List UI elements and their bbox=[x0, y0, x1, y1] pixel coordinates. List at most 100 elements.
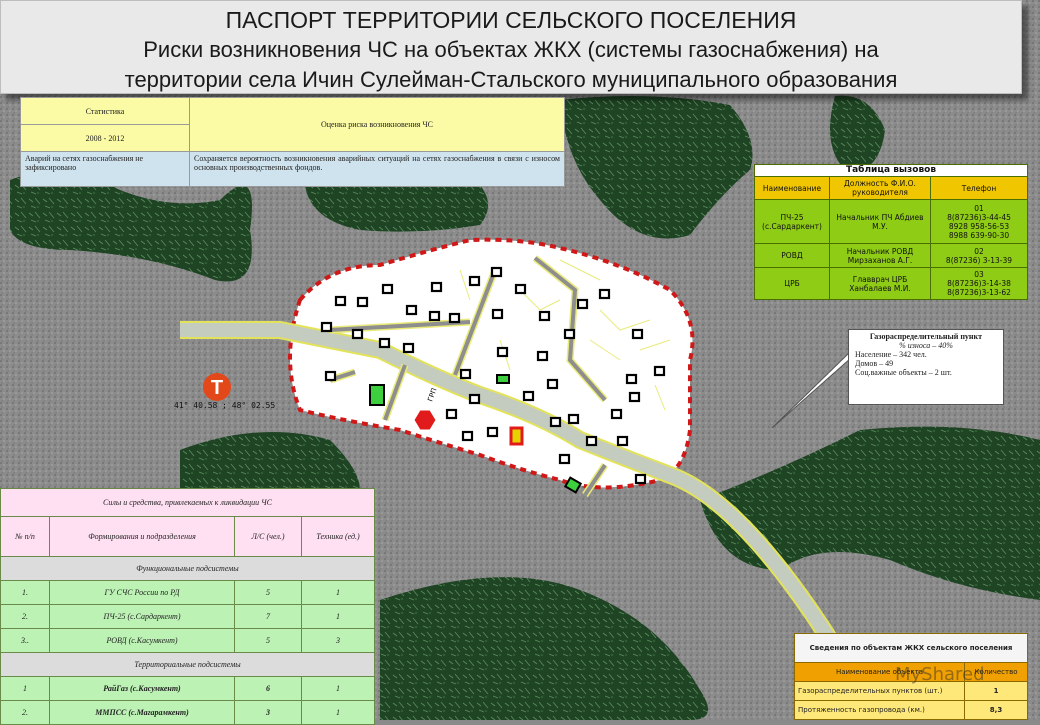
watermark: MyShared bbox=[895, 664, 985, 685]
house-marker bbox=[468, 275, 481, 287]
house-marker bbox=[324, 370, 337, 382]
phone-line: 8(87236)3-44-45 bbox=[947, 212, 1011, 222]
forest-area-northeast bbox=[560, 96, 753, 239]
calls-header-name: Наименование bbox=[754, 176, 830, 200]
forces-row-tech: 3 bbox=[301, 628, 375, 653]
forces-header-n: № п/п bbox=[0, 516, 50, 557]
phone-line: 8988 639-90-30 bbox=[948, 230, 1010, 240]
house-marker bbox=[381, 283, 394, 295]
social-object bbox=[369, 384, 385, 406]
house-marker bbox=[598, 288, 611, 300]
house-marker bbox=[567, 413, 580, 425]
forest-area-east bbox=[700, 426, 1040, 600]
forces-row-n: 3.. bbox=[0, 628, 50, 653]
house-marker bbox=[653, 365, 666, 377]
house-marker bbox=[634, 473, 647, 485]
statistics-label: Статистика bbox=[20, 97, 190, 125]
statistics-period: 2008 - 2012 bbox=[20, 124, 190, 152]
gas-point-wear: % износа – 40% bbox=[899, 341, 953, 350]
calls-row-phone: 03 8(87236)3-14-38 8(87236)3-13-62 bbox=[930, 267, 1028, 300]
forces-row-n: 2. bbox=[0, 700, 50, 725]
gas-point-houses: Домов – 49 bbox=[855, 359, 894, 368]
house-marker bbox=[356, 296, 369, 308]
gas-point-population: Население – 342 чел. bbox=[855, 350, 927, 359]
house-marker bbox=[430, 281, 443, 293]
forces-row-tech: 1 bbox=[301, 700, 375, 725]
forces-row-unit: ГУ СЧС России по РД bbox=[49, 580, 235, 605]
house-marker bbox=[334, 295, 347, 307]
phone-line: 8928 958-56-53 bbox=[948, 221, 1010, 231]
gas-point-title: Газораспределительный пункт bbox=[869, 332, 983, 341]
zhkh-table: Сведения по объектам ЖКХ сельского посел… bbox=[794, 633, 1028, 721]
house-marker bbox=[351, 328, 364, 340]
phone-line: 8(87236)3-14-38 bbox=[947, 279, 1011, 288]
house-marker bbox=[558, 453, 571, 465]
house-marker bbox=[428, 310, 441, 322]
calls-row-head: Начальник РОВД Мирзаханов А.Г. bbox=[829, 243, 931, 268]
house-marker bbox=[320, 321, 333, 333]
calls-row-head: Главврач ЦРБ Ханбалаев М.И. bbox=[829, 267, 931, 300]
risk-text: Сохраняется вероятность возникновения ав… bbox=[189, 151, 565, 187]
house-marker bbox=[402, 342, 415, 354]
house-marker bbox=[405, 304, 418, 316]
house-marker bbox=[514, 283, 527, 295]
forest-area-north bbox=[10, 172, 252, 282]
forest-area-south bbox=[380, 577, 708, 720]
phone-line: 01 bbox=[974, 203, 984, 213]
forces-row-tech: 1 bbox=[301, 580, 375, 605]
coordinates: 41° 40.58 ; 48° 02.55 bbox=[174, 401, 276, 410]
house-marker bbox=[538, 310, 551, 322]
forces-row-ls: 5 bbox=[234, 580, 302, 605]
village-area bbox=[290, 239, 693, 488]
house-marker bbox=[585, 435, 598, 447]
phone-line: 8(87236)3-13-62 bbox=[947, 288, 1011, 297]
territorial-subsystems: Территориальные подсистемы bbox=[0, 652, 375, 677]
house-marker bbox=[459, 368, 472, 380]
zhkh-header-name: Наименование объекта bbox=[794, 661, 965, 682]
house-marker bbox=[625, 373, 638, 385]
forces-table: Силы и средства, привлекаемых к ликвидац… bbox=[0, 488, 375, 725]
forces-row-ls: 3 bbox=[234, 700, 302, 725]
house-marker bbox=[549, 416, 562, 428]
forces-row-unit: РОВД (с.Касумкент) bbox=[49, 628, 235, 653]
house-marker bbox=[486, 426, 499, 438]
forest-area-northwest bbox=[305, 173, 488, 232]
forces-header-tech: Техника (ед.) bbox=[301, 516, 375, 557]
forces-row-n: 2. bbox=[0, 604, 50, 629]
house-marker bbox=[445, 408, 458, 420]
hazard-object-marker bbox=[413, 409, 437, 431]
forces-row-tech: 1 bbox=[301, 676, 375, 701]
calls-row-name: ПЧ-25 (с.Сардаркент) bbox=[754, 199, 830, 244]
house-marker bbox=[576, 298, 589, 310]
calls-row-phone: 01 8(87236)3-44-45 8928 958-56-53 8988 6… bbox=[930, 199, 1028, 244]
location-marker bbox=[203, 373, 231, 401]
zhkh-row-value: 8,3 bbox=[964, 699, 1028, 721]
house-marker bbox=[491, 308, 504, 320]
forest-area-east-top bbox=[830, 95, 885, 175]
location-marker-letter: Т bbox=[211, 377, 223, 399]
forces-row-unit: ПЧ-25 (с.Сардаркент) bbox=[49, 604, 235, 629]
house-marker bbox=[563, 328, 576, 340]
title-line-2: Риски возникновения ЧС на объектах ЖКХ (… bbox=[143, 37, 879, 62]
zhkh-row-name: Протяженность газопровода (км.) bbox=[794, 699, 965, 721]
house-marker bbox=[468, 393, 481, 405]
house-marker bbox=[496, 346, 509, 358]
gas-point-social: Соц.важные объекты – 2 шт. bbox=[855, 368, 952, 377]
houses bbox=[320, 266, 666, 485]
forces-row-n: 1. bbox=[0, 580, 50, 605]
forces-row-n: 1 bbox=[0, 676, 50, 701]
title-line-3: территории села Ичин Сулейман-Стальского… bbox=[124, 67, 898, 92]
forces-row-ls: 7 bbox=[234, 604, 302, 629]
house-marker bbox=[536, 350, 549, 362]
risk-header: Оценка риска возникновения ЧС bbox=[189, 97, 565, 152]
house-marker bbox=[610, 408, 623, 420]
phone-line: 03 bbox=[974, 270, 984, 279]
phone-line: 8(87236) 3-13-39 bbox=[945, 255, 1013, 265]
forces-row-ls: 5 bbox=[234, 628, 302, 653]
calls-row-name: РОВД bbox=[754, 243, 830, 268]
title-line-1: ПАСПОРТ ТЕРРИТОРИИ СЕЛЬСКОГО ПОСЕЛЕНИЯ bbox=[225, 7, 797, 33]
house-marker bbox=[378, 337, 391, 349]
house-marker bbox=[490, 266, 503, 278]
house-marker bbox=[628, 391, 641, 403]
forces-row-unit: РайГаз (с.Касумкент) bbox=[49, 676, 235, 701]
